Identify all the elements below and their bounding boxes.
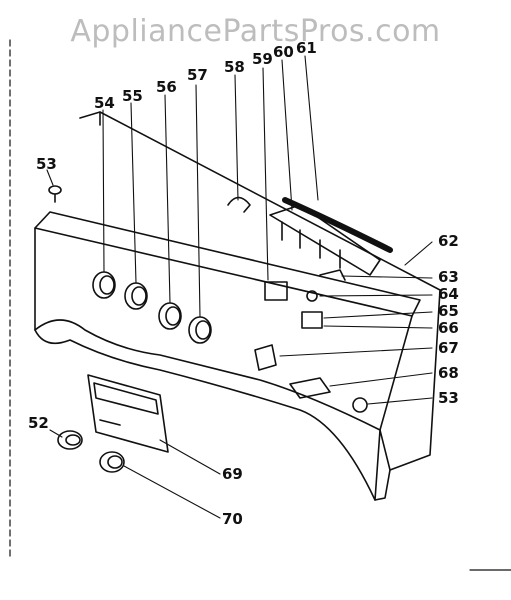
callout-69: 69 [222,465,243,483]
callout-70: 70 [222,510,243,528]
callout-60: 60 [273,43,294,61]
wire-harness-61 [282,197,393,253]
callout-56: 56 [156,78,177,96]
knob-55 [124,282,148,310]
callout-66: 66 [438,319,459,337]
screw-53 [48,185,62,203]
callout-63: 63 [438,268,459,286]
part-67 [254,344,277,371]
callout-54: 54 [94,94,115,112]
callout-67: 67 [438,339,459,357]
bracket-58 [227,196,251,213]
rear-panel [79,111,441,471]
callout-58: 58 [224,58,245,76]
display-69 [87,374,169,453]
knob-57 [188,316,212,344]
callout-55: 55 [122,87,143,105]
callout-59: 59 [252,50,273,68]
latch-68 [289,377,331,399]
front-panel [34,211,421,317]
callout-52: 52 [28,414,49,432]
callout-65: 65 [438,302,459,320]
switch-66 [301,311,323,329]
knob-70 [99,451,125,473]
clip-63 [319,269,346,281]
part-64 [306,290,318,302]
knob-54 [92,271,116,299]
leader-lines [46,55,433,519]
callout-53: 53 [36,155,57,173]
knob-52 [57,430,83,450]
part-53b [352,397,368,413]
callout-68: 68 [438,364,459,382]
watermark: AppliancePartsPros.com [70,14,441,49]
callout-57: 57 [187,66,208,84]
callout-53-right: 53 [438,389,459,407]
relay-64 [264,281,288,301]
callout-61: 61 [296,39,317,57]
switch-block [269,204,381,276]
callout-62: 62 [438,232,459,250]
knob-56 [158,302,182,330]
callout-64: 64 [438,285,459,303]
